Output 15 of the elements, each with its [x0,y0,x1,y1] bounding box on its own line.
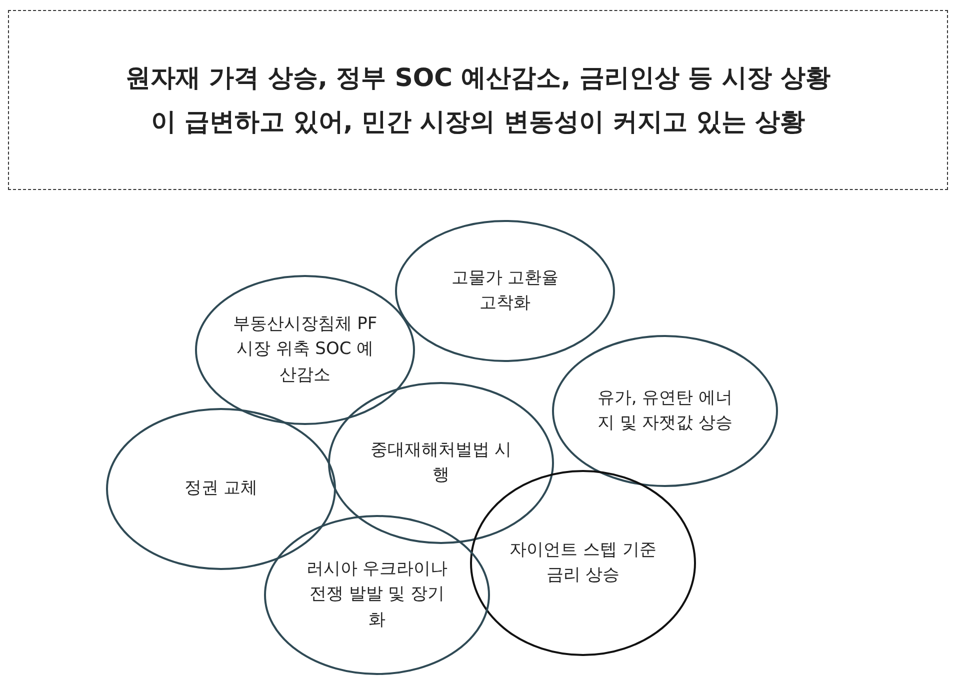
ellipse-label: 자이언트 스텝 기준금리 상승 [508,538,658,587]
summary-text: 원자재 가격 상승, 정부 SOC 예산감소, 금리인상 등 시장 상황이 급변하고 있어, 민간 시장의 변동성이 커지고 있는 상황 [124,62,832,138]
ellipse-label: 고물가 고환율 고착화 [450,266,560,315]
ellipse-label: 유가, 유연탄 에너지 및 자잿값 상승 [596,386,734,435]
ellipse-label: 중대재해처벌법 시행 [369,438,513,487]
ellipse [470,470,696,656]
ellipse [328,382,554,544]
ellipse [264,515,490,675]
ellipse-label: 러시아 우크라이나 전쟁 발발 및 장기화 [305,558,449,632]
ellipse [552,335,778,487]
ellipse [395,220,615,362]
dashed-text-box [8,10,948,190]
ellipse-label: 부동산시장침체 PF 시장 위축 SOC 예산감소 [232,312,378,387]
ellipse-label: 정권 교체 [183,477,259,500]
ellipse [195,275,415,425]
